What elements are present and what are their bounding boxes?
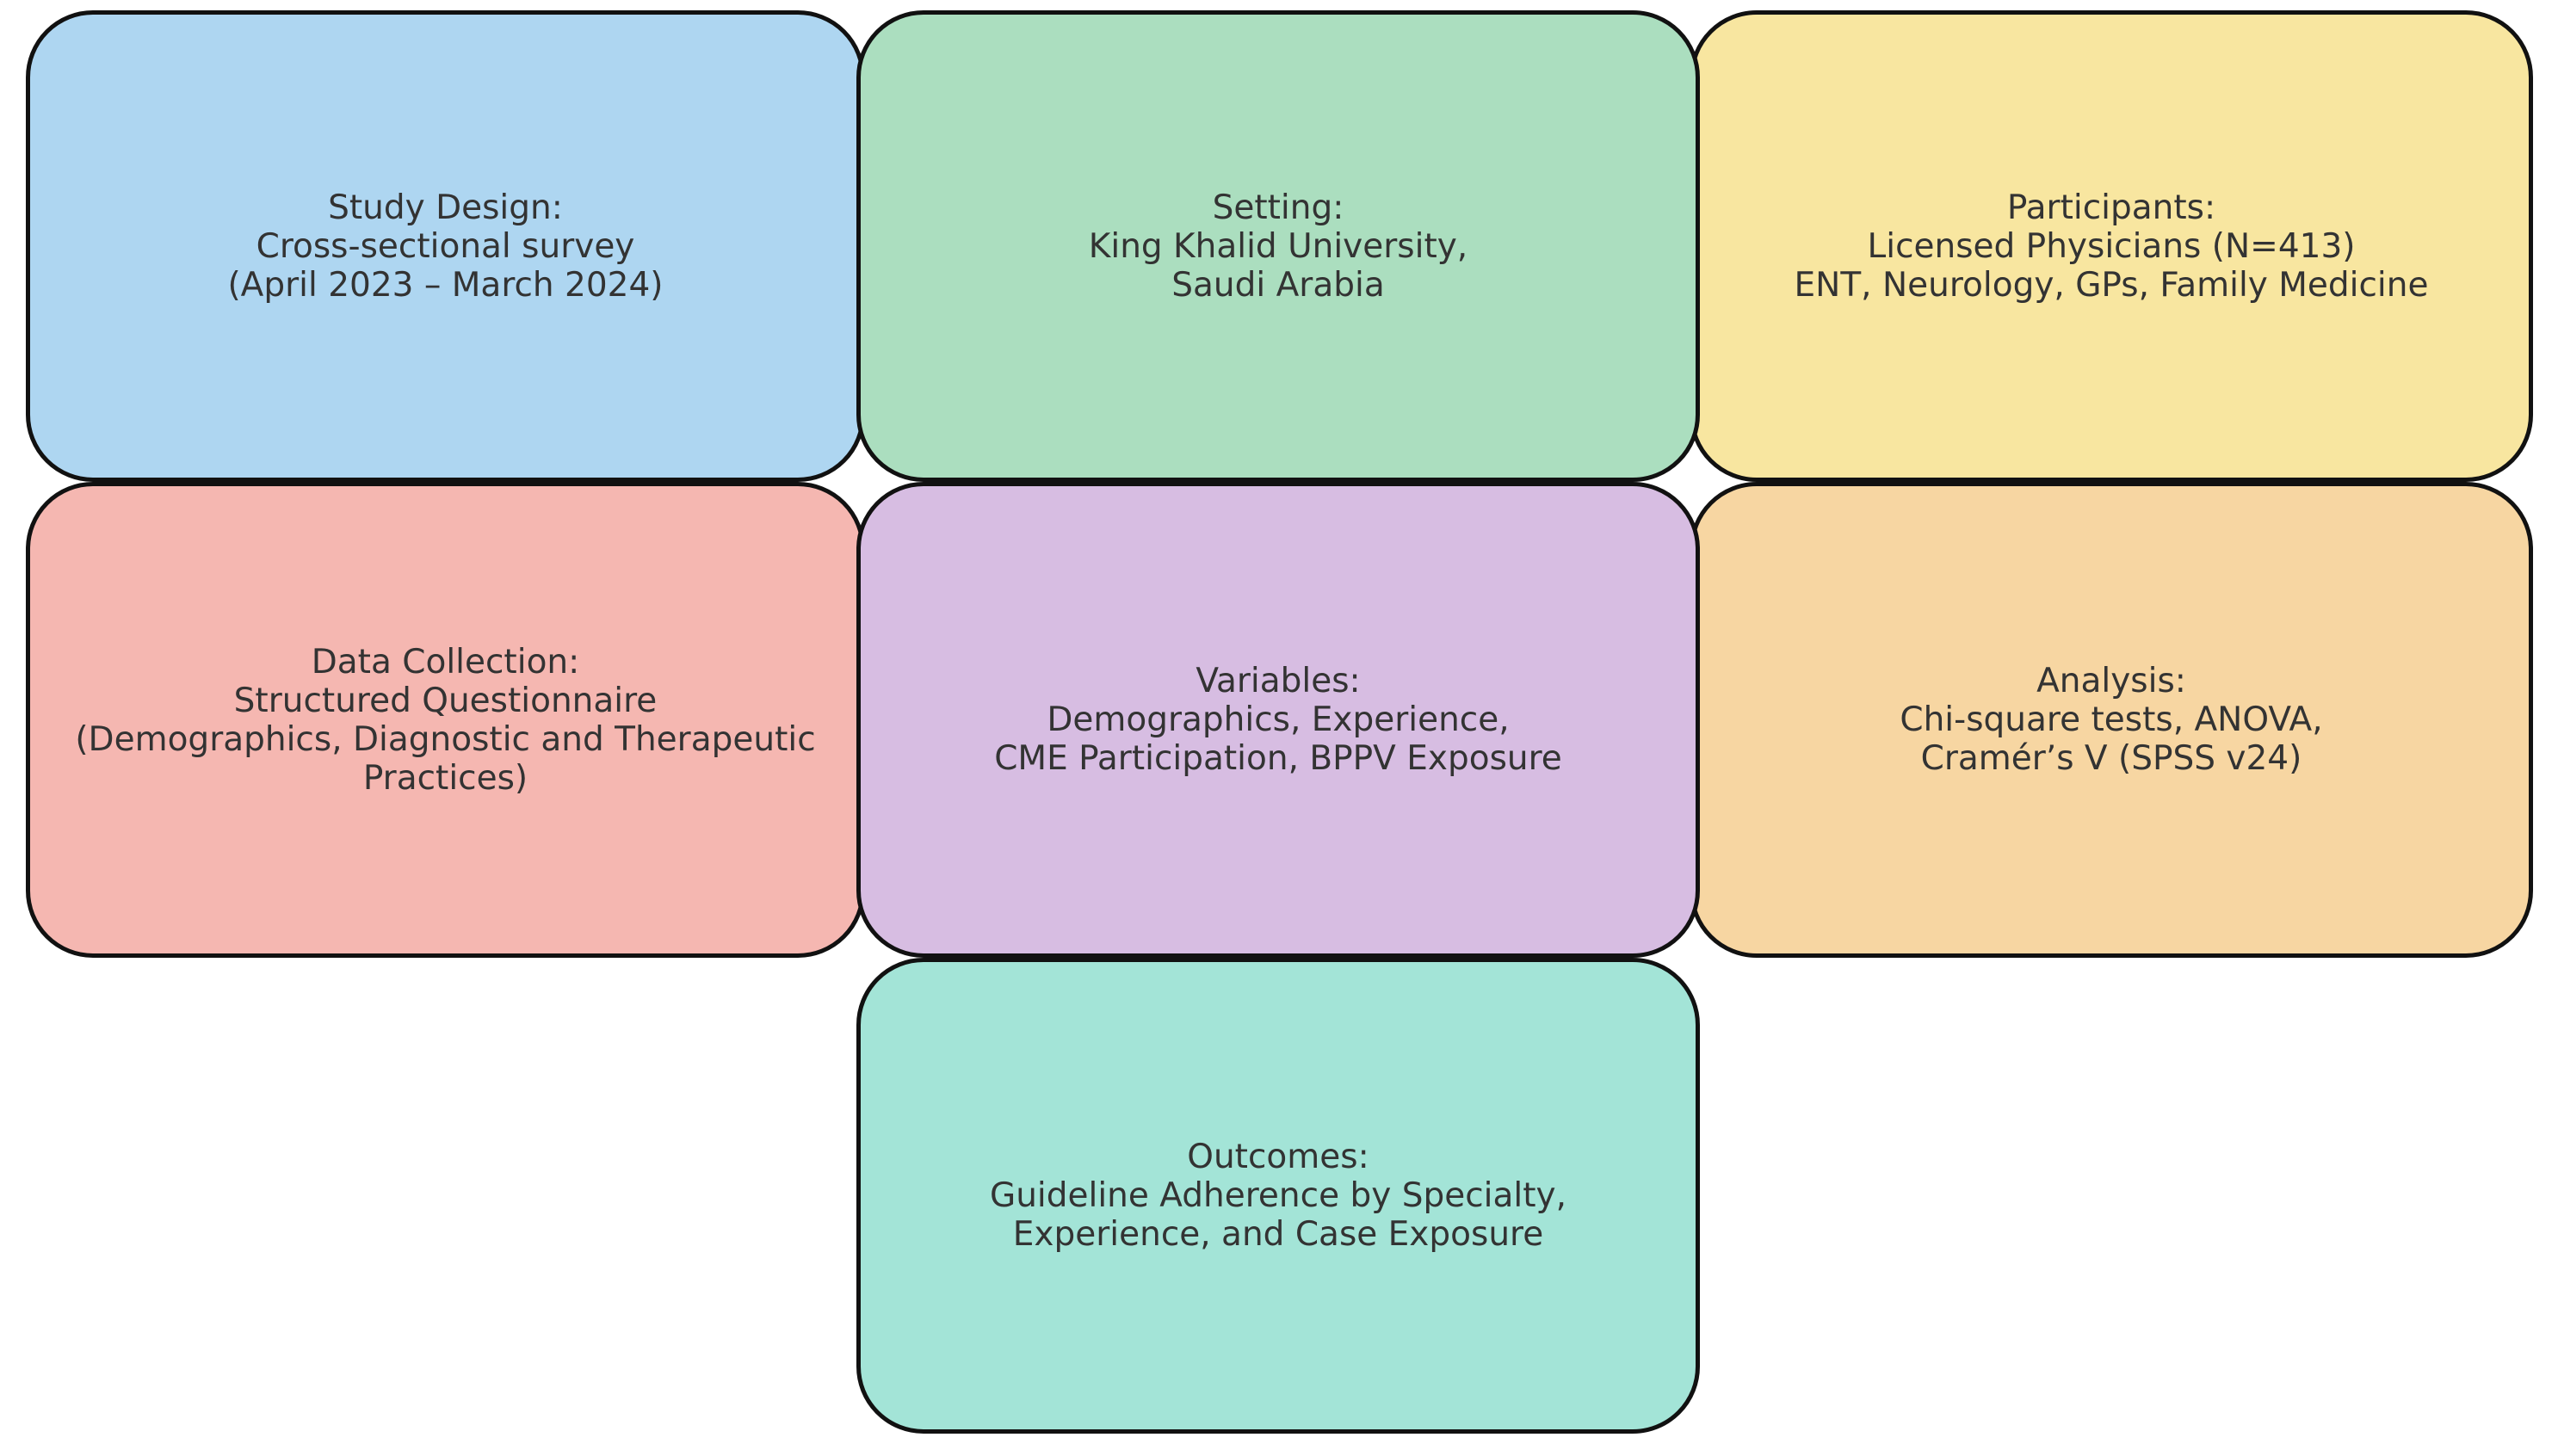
analysis-line-2: Cramér’s V (SPSS v24) bbox=[1920, 739, 2302, 778]
analysis-line-1: Chi-square tests, ANOVA, bbox=[1900, 700, 2323, 739]
outcomes-box: Outcomes: Guideline Adherence by Special… bbox=[856, 958, 1700, 1434]
analysis-box: Analysis: Chi-square tests, ANOVA, Cramé… bbox=[1690, 482, 2533, 958]
data-collection-line-2: (Demographics, Diagnostic and Therapeuti… bbox=[75, 719, 816, 759]
data-collection-heading: Data Collection: bbox=[311, 642, 580, 682]
participants-heading: Participants: bbox=[2006, 188, 2216, 227]
study-design-box: Study Design: Cross-sectional survey (Ap… bbox=[26, 10, 865, 482]
setting-line-2: Saudi Arabia bbox=[1171, 265, 1385, 305]
variables-line-2: CME Participation, BPPV Exposure bbox=[994, 739, 1562, 778]
study-design-line-2: (April 2023 – March 2024) bbox=[227, 265, 664, 305]
variables-text: Variables: Demographics, Experience, CME… bbox=[861, 662, 1696, 778]
participants-line-2: ENT, Neurology, GPs, Family Medicine bbox=[1794, 265, 2429, 305]
participants-line-1: Licensed Physicians (N=413) bbox=[1867, 226, 2356, 266]
variables-heading: Variables: bbox=[1196, 662, 1361, 700]
outcomes-line-2: Experience, and Case Exposure bbox=[1012, 1215, 1544, 1254]
analysis-heading: Analysis: bbox=[2036, 662, 2186, 700]
participants-text: Participants: Licensed Physicians (N=413… bbox=[1694, 188, 2529, 305]
outcomes-heading: Outcomes: bbox=[1187, 1138, 1369, 1176]
data-collection-box: Data Collection: Structured Questionnair… bbox=[26, 482, 865, 958]
outcomes-text: Outcomes: Guideline Adherence by Special… bbox=[861, 1138, 1696, 1254]
study-design-line-1: Cross-sectional survey bbox=[256, 226, 635, 266]
setting-line-1: King Khalid University, bbox=[1088, 226, 1468, 266]
setting-heading: Setting: bbox=[1212, 188, 1344, 227]
data-collection-line-1: Structured Questionnaire bbox=[233, 681, 658, 720]
analysis-text: Analysis: Chi-square tests, ANOVA, Cramé… bbox=[1694, 662, 2529, 778]
variables-line-1: Demographics, Experience, bbox=[1047, 700, 1510, 739]
outcomes-line-1: Guideline Adherence by Specialty, bbox=[989, 1176, 1566, 1215]
study-design-heading: Study Design: bbox=[328, 188, 563, 227]
study-design-text: Study Design: Cross-sectional survey (Ap… bbox=[30, 188, 861, 305]
variables-box: Variables: Demographics, Experience, CME… bbox=[856, 482, 1700, 958]
setting-box: Setting: King Khalid University, Saudi A… bbox=[856, 10, 1700, 482]
data-collection-line-3: Practices) bbox=[362, 758, 528, 798]
setting-text: Setting: King Khalid University, Saudi A… bbox=[861, 188, 1696, 305]
participants-box: Participants: Licensed Physicians (N=413… bbox=[1690, 10, 2533, 482]
data-collection-text: Data Collection: Structured Questionnair… bbox=[30, 643, 861, 798]
